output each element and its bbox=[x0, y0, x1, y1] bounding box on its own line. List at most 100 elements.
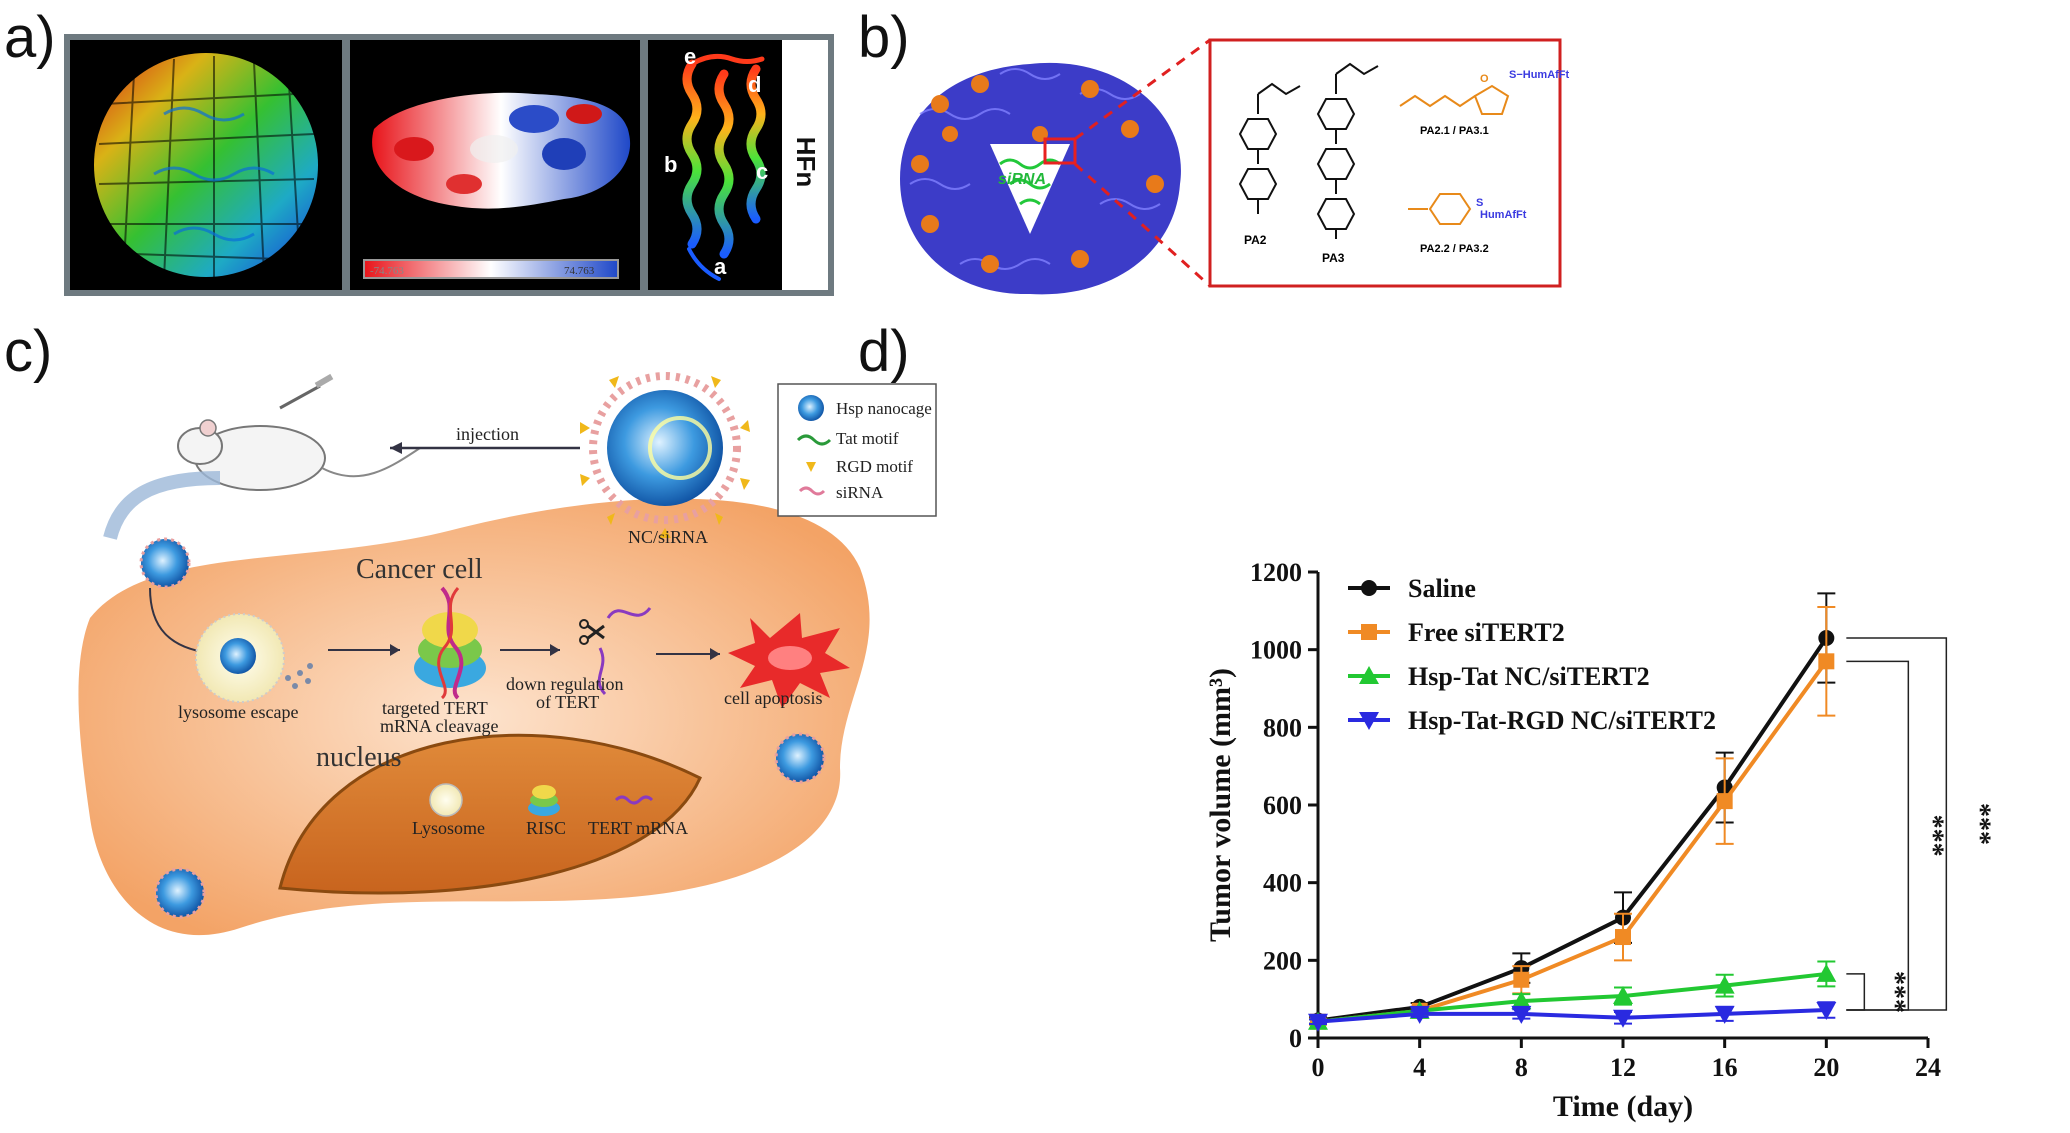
lysosome-escape-label: lysosome escape bbox=[178, 702, 298, 722]
pa22-atom-s: S bbox=[1476, 197, 1483, 209]
nucleus-shape bbox=[278, 733, 702, 895]
pa3-structure bbox=[1316, 62, 1379, 239]
panel-a-letter: a) bbox=[4, 5, 56, 70]
pa21-label: PA2.1 / PA3.1 bbox=[1420, 125, 1489, 137]
nanocage-entering bbox=[139, 537, 191, 589]
x-tick-label: 24 bbox=[1915, 1053, 1941, 1082]
cell-apoptosis-label: cell apoptosis bbox=[724, 688, 822, 708]
pa3-label: PA3 bbox=[1322, 251, 1345, 265]
series-line-3 bbox=[1317, 971, 1827, 1024]
legend-tat-label: Tat motif bbox=[836, 429, 899, 448]
y-tick-label: 200 bbox=[1263, 946, 1302, 975]
panel-d-letter: d) bbox=[858, 319, 910, 384]
legend-sirna-label: siRNA bbox=[836, 483, 884, 502]
legend-marker bbox=[1359, 712, 1379, 730]
humafft-label-2: HumAfFt bbox=[1480, 209, 1527, 221]
pa21-structure bbox=[1399, 84, 1510, 115]
y-tick-label: 1200 bbox=[1250, 560, 1302, 587]
mechanism-diagram: Cancer cell nucleus injection bbox=[78, 358, 937, 936]
legend-label: Hsp-Tat NC/siTERT2 bbox=[1408, 662, 1650, 691]
risc-complex bbox=[414, 586, 486, 700]
y-axis-label: Tumor volume (mm³) bbox=[1204, 668, 1237, 942]
data-point bbox=[1409, 1005, 1430, 1024]
scale-min-label: -74.763 bbox=[370, 265, 404, 277]
chemistry-zoom-box bbox=[1208, 38, 1562, 288]
y-tick-label: 800 bbox=[1263, 713, 1302, 742]
lysosome-legend-icon bbox=[429, 783, 463, 817]
legend-hsp-label: Hsp nanocage bbox=[836, 399, 932, 418]
ferritin-sirna-diagram: siRNA PA2 PA3 bbox=[900, 38, 1570, 295]
hfn-structure-images: -74.763 74.763 e d b c a HFn bbox=[70, 40, 828, 290]
data-point bbox=[1513, 971, 1530, 988]
significance-bracket-tat-label: *** bbox=[1879, 971, 1910, 1013]
pa21-atom-o: O bbox=[1480, 73, 1489, 85]
tert-mrna-legend-icon bbox=[614, 795, 654, 805]
nanocage-bottom-left bbox=[154, 867, 206, 919]
pa2-structure bbox=[1238, 82, 1301, 214]
legend-label: Hsp-Tat-RGD NC/siTERT2 bbox=[1408, 706, 1716, 735]
legend-marker bbox=[1361, 624, 1377, 640]
legend-rgd-label: RGD motif bbox=[836, 457, 913, 476]
panel-b-letter: b) bbox=[858, 5, 910, 70]
legend-marker bbox=[1361, 580, 1377, 596]
x-tick-label: 20 bbox=[1813, 1053, 1839, 1082]
zoom-connector-bottom bbox=[1073, 162, 1212, 288]
nc-sirna-label: NC/siRNA bbox=[628, 527, 708, 547]
data-point bbox=[1308, 1013, 1328, 1032]
delivery-arrow bbox=[103, 471, 221, 540]
nanocage-bottom-right bbox=[774, 732, 826, 784]
nc-sirna-nanocage bbox=[580, 358, 750, 538]
targeted-tert-label-1: targeted TERT bbox=[382, 698, 488, 718]
data-point bbox=[1816, 1002, 1837, 1021]
data-point bbox=[1816, 963, 1837, 982]
x-tick-label: 8 bbox=[1515, 1053, 1528, 1082]
injection-label: injection bbox=[456, 424, 519, 444]
cancer-cell-body bbox=[78, 498, 870, 936]
panel-c-letter: c) bbox=[4, 319, 53, 384]
y-tick-label: 400 bbox=[1263, 869, 1302, 898]
panel-b-figure: siRNA PA2 PA3 bbox=[880, 34, 2070, 304]
hfn-side-label: HFn bbox=[791, 137, 821, 188]
data-point bbox=[1716, 793, 1733, 810]
data-point bbox=[1511, 1005, 1532, 1024]
helix-label-c: c bbox=[756, 159, 768, 184]
data-point bbox=[1613, 986, 1633, 1005]
pa2-label: PA2 bbox=[1244, 233, 1267, 247]
panel-c-figure: Cancer cell nucleus injection bbox=[60, 358, 940, 1128]
panel-a-figure: -74.763 74.763 e d b c a HFn bbox=[64, 34, 834, 296]
mouse-illustration bbox=[177, 373, 421, 491]
sirna-legend-icon bbox=[798, 486, 826, 496]
electrostatic-surface-image bbox=[372, 92, 631, 209]
bottom-legend-lysosome: Lysosome bbox=[412, 818, 485, 838]
down-regulation-label-2: of TERT bbox=[536, 692, 599, 712]
nucleus-label: nucleus bbox=[316, 742, 402, 773]
data-point bbox=[1615, 929, 1631, 946]
y-tick-label: 0 bbox=[1289, 1024, 1302, 1053]
helix-label-b: b bbox=[664, 152, 677, 177]
significance-bracket-saline-label: *** bbox=[1964, 803, 1995, 845]
x-tick-label: 16 bbox=[1712, 1053, 1738, 1082]
sirna-label: siRNA bbox=[998, 171, 1046, 188]
lysosome-with-nanocage bbox=[195, 613, 313, 703]
x-tick-label: 0 bbox=[1312, 1053, 1325, 1082]
rgd-motif-legend-icon bbox=[806, 462, 816, 472]
significance-bracket-free-label: *** bbox=[1917, 815, 1948, 857]
data-point bbox=[1714, 975, 1735, 994]
electrostatic-scale-bar bbox=[363, 259, 619, 279]
bottom-legend-tert: TERT mRNA bbox=[588, 818, 688, 838]
bottom-legend-risc: RISC bbox=[526, 818, 566, 838]
down-regulation-label-1: down regulation bbox=[506, 674, 623, 694]
data-point bbox=[1613, 1009, 1633, 1028]
x-tick-label: 12 bbox=[1610, 1053, 1636, 1082]
helix-bundle-image bbox=[682, 53, 766, 281]
tat-motif-legend-icon bbox=[796, 434, 832, 446]
data-point bbox=[1511, 991, 1532, 1010]
y-tick-label: 600 bbox=[1263, 791, 1302, 820]
zoom-connector-top bbox=[1074, 38, 1211, 141]
targeted-tert-label-2: mRNA cleavage bbox=[380, 716, 498, 736]
legend-label: Saline bbox=[1408, 574, 1476, 603]
data-point bbox=[1714, 1005, 1735, 1024]
legend-marker bbox=[1359, 666, 1379, 684]
series-line-1 bbox=[1317, 636, 1828, 1023]
pa22-structure bbox=[1408, 193, 1472, 225]
